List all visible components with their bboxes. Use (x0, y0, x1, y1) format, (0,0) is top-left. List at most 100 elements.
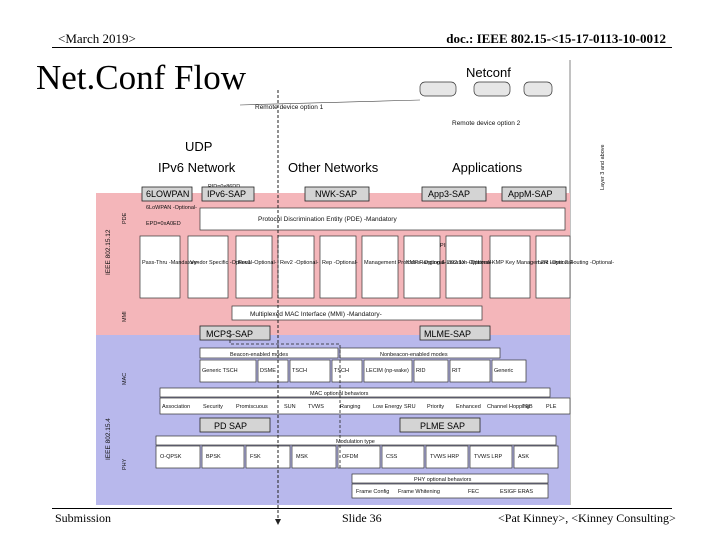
svg-text:PLE: PLE (546, 404, 557, 410)
mcps-sap (199, 325, 271, 341)
plme-sap (399, 417, 481, 433)
header-date: <March 2019> (58, 31, 136, 46)
footer-rule (52, 508, 672, 509)
svg-text:MLME-SAP: MLME-SAP (424, 329, 471, 339)
svg-text:Enhanced: Enhanced (456, 404, 481, 410)
svg-text:PD SAP: PD SAP (214, 421, 247, 431)
svg-text:RIT: RIT (452, 368, 462, 374)
mac-optional-header (159, 387, 551, 398)
svg-text:MSK: MSK (296, 454, 308, 460)
svg-text:Generic: Generic (494, 368, 514, 374)
svg-text:Frame Config: Frame Config (356, 489, 389, 495)
phy-optional-header (351, 473, 549, 484)
app3-sap (421, 186, 487, 202)
svg-text:LECIM (np-wake): LECIM (np-wake) (366, 368, 409, 374)
mmi-bar (231, 305, 483, 321)
svg-text:AppM-SAP: AppM-SAP (508, 189, 553, 199)
svg-text:Pass-Thru -Mandatory-: Pass-Thru -Mandatory- (142, 260, 199, 266)
svg-text:NWK-SAP: NWK-SAP (315, 189, 357, 199)
svg-text:App3-SAP: App3-SAP (428, 189, 470, 199)
flow-arrowhead (275, 519, 281, 525)
svg-text:TSCH: TSCH (334, 368, 349, 374)
svg-text:TEB: TEB (522, 404, 533, 410)
local-station (523, 81, 553, 97)
svg-text:PDE: PDE (122, 212, 128, 224)
remote-station-1 (419, 81, 457, 97)
svg-text:L2R Layer 2 Routing -Optional-: L2R Layer 2 Routing -Optional- (538, 260, 614, 266)
svg-text:KMP Key Management -Optional-: KMP Key Management -Optional- (492, 260, 574, 266)
pde-bar (199, 207, 566, 231)
appm-sap (501, 186, 567, 202)
svg-text:FSK: FSK (250, 454, 261, 460)
svg-text:PLME SAP: PLME SAP (420, 421, 465, 431)
svg-text:MAC: MAC (122, 373, 128, 385)
svg-text:ESIGF ERAS: ESIGF ERAS (500, 489, 533, 495)
svg-text:SRU: SRU (404, 404, 416, 410)
epd-label: EPD=0xA0ED (146, 221, 181, 227)
phy-behavior-row (351, 483, 549, 499)
sixlowpan-sap (141, 186, 193, 202)
pd-sap (199, 417, 271, 433)
svg-text:PHY: PHY (122, 458, 128, 470)
nwk-sap (304, 186, 370, 202)
modulation-header (155, 435, 557, 446)
applications-label: Applications (452, 160, 523, 175)
remote-station-2 (473, 81, 511, 97)
svg-text:Beacon-enabled modes: Beacon-enabled modes (230, 352, 288, 358)
svg-text:IPv6-SAP: IPv6-SAP (207, 189, 246, 199)
svg-text:PHY optional behaviors: PHY optional behaviors (414, 477, 472, 483)
svg-text:MMI: MMI (122, 311, 128, 322)
svg-text:TVWS: TVWS (308, 404, 324, 410)
svg-text:Promiscuous: Promiscuous (236, 404, 268, 410)
udp-label: UDP (185, 139, 212, 154)
svg-text:Low Energy: Low Energy (373, 404, 402, 410)
svg-text:Generic TSCH: Generic TSCH (202, 368, 238, 374)
header-rule (52, 47, 672, 48)
ipv6-sap (201, 186, 255, 202)
mac-mode-row (199, 359, 527, 383)
svg-text:O-QPSK: O-QPSK (160, 454, 182, 460)
svg-text:SUN: SUN (284, 404, 296, 410)
header-doc-id: doc.: IEEE 802.15-<15-17-0113-10-0012 (446, 31, 666, 46)
footer-slide-number: Slide 36 (342, 511, 382, 525)
page-title: Net.Conf Flow (36, 58, 246, 97)
phy-mode-row (155, 445, 559, 469)
svg-text:KMP Ranging & Location -Option: KMP Ranging & Location -Optional- (406, 260, 493, 266)
svg-text:6LOWPAN: 6LOWPAN (146, 189, 189, 199)
mac-behavior-row (159, 397, 571, 415)
module-row (139, 235, 571, 299)
mmi-label: Multiplexed MAC Interface (MMI) -Mandato… (250, 311, 382, 318)
mlme-sap (419, 325, 491, 341)
pde-label: Protocol Discrimination Entity (PDE) -Ma… (258, 216, 397, 223)
svg-text:Channel Hopping: Channel Hopping (487, 404, 530, 410)
other-networks-label: Other Networks (288, 160, 379, 175)
svg-text:Rev2 -Optional-: Rev2 -Optional- (280, 260, 319, 266)
svg-text:BPSK: BPSK (206, 454, 221, 460)
remote-option-2: Remote device option 2 (452, 120, 521, 127)
svg-text:Management Protocols -Optional: Management Protocols -Optional- (364, 260, 446, 266)
svg-text:Nonbeacon-enabled modes: Nonbeacon-enabled modes (380, 352, 448, 358)
beacon-enabled-header (199, 347, 339, 359)
svg-text:TSCH: TSCH (292, 368, 307, 374)
svg-text:6LoWPAN -Optional-: 6LoWPAN -Optional- (146, 205, 197, 211)
ieee-802-15-4-label: IEEE 802.15.4 (105, 418, 112, 460)
svg-text:Rep -Optional-: Rep -Optional- (322, 260, 358, 266)
svg-text:CSS: CSS (386, 454, 398, 460)
svg-text:RID: RID (416, 368, 426, 374)
svg-text:Association: Association (162, 404, 190, 410)
svg-text:Security: Security (203, 404, 223, 410)
svg-text:TVWS LRP: TVWS LRP (474, 454, 502, 460)
svg-text:Vendor Specific -Optional-: Vendor Specific -Optional- (190, 260, 254, 266)
svg-text:Layer 3 and above: Layer 3 and above (600, 144, 606, 190)
ieee-802-15-12-label: IEEE 802.15.12 (105, 229, 112, 275)
remote-option-1: Remote device option 1 (255, 104, 324, 111)
svg-text:Rev1 -Optional-: Rev1 -Optional- (238, 260, 277, 266)
svg-text:MCPS-SAP: MCPS-SAP (206, 329, 253, 339)
footer-author: <Pat Kinney>, <Kinney Consulting> (498, 511, 676, 525)
svg-text:Ranging: Ranging (340, 404, 361, 410)
netconf-label: Netconf (466, 65, 511, 80)
svg-text:TVWS HRP: TVWS HRP (430, 454, 459, 460)
svg-text:Priority: Priority (427, 404, 444, 410)
svg-text:Modulation type: Modulation type (336, 439, 375, 445)
footer-submission: Submission (55, 511, 112, 525)
